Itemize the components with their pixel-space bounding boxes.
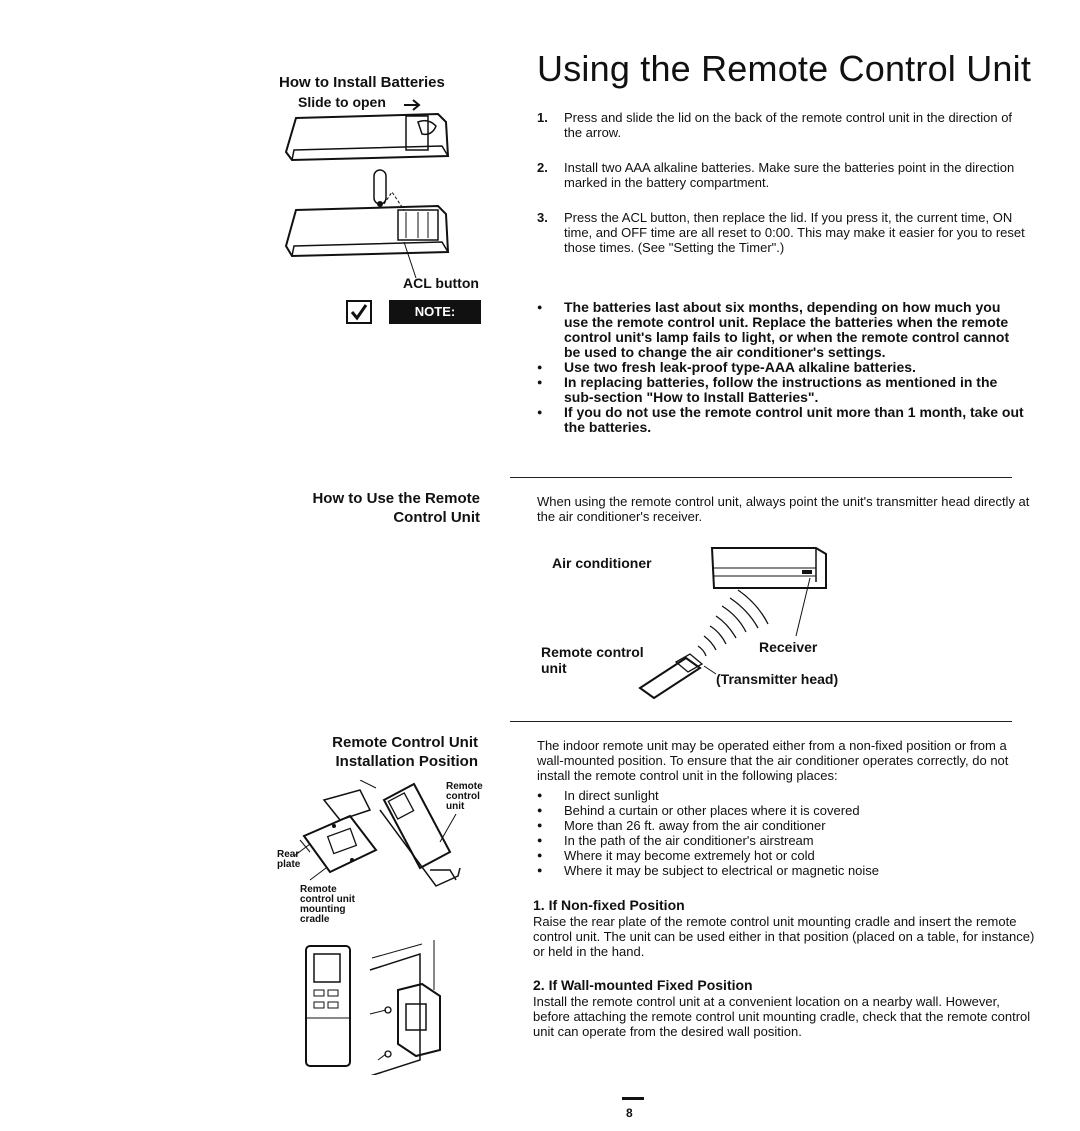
step-number: 3.: [537, 210, 548, 225]
remote-unit-label-line2: unit: [541, 660, 567, 676]
wall-mounted-text: Install the remote control unit at a con…: [533, 994, 1031, 1039]
install-step: 2. Install two AAA alkaline batteries. Ma…: [537, 160, 1027, 190]
receiver-label: Receiver: [759, 639, 818, 655]
mounting-cradle-label-line2: control unit: [300, 894, 355, 905]
avoid-place-item: Where it may be subject to electrical or…: [537, 863, 1032, 878]
note-badge: NOTE:: [389, 300, 481, 324]
rear-plate-label-line1: Rear: [277, 849, 300, 860]
how-to-use-text: When using the remote control unit, alwa…: [537, 494, 1030, 524]
install-step: 1. Press and slide the lid on the back of…: [537, 110, 1027, 140]
avoid-place-item: Where it may become extremely hot or col…: [537, 848, 1032, 863]
install-steps-list: 1. Press and slide the lid on the back of…: [537, 110, 1027, 275]
slide-to-open-label: Slide to open: [298, 94, 386, 110]
avoid-place-item: Behind a curtain or other places where i…: [537, 803, 1032, 818]
cradle-illustration: [293, 780, 461, 887]
avoid-place-item: In direct sunlight: [537, 788, 1032, 803]
mounting-cradle-label: Remote control unit mounting cradle: [300, 885, 355, 925]
wall-mounted-heading: 2. If Wall-mounted Fixed Position: [533, 977, 753, 993]
note-item: If you do not use the remote control uni…: [537, 405, 1027, 435]
avoid-places-list: In direct sunlight Behind a curtain or o…: [537, 788, 1032, 878]
mounting-cradle-label-line3: mounting: [300, 904, 346, 915]
step-text: Press the ACL button, then replace the l…: [564, 210, 1025, 255]
nonfixed-text: Raise the rear plate of the remote contr…: [533, 914, 1035, 959]
how-to-use-heading-line2: Control Unit: [393, 509, 480, 526]
note-item: Use two fresh leak-proof type-AAA alkali…: [537, 360, 1027, 376]
air-conditioner-label: Air conditioner: [552, 555, 652, 571]
installation-intro: The indoor remote unit may be operated e…: [537, 738, 1009, 783]
remote-control-unit-label: Remote control unit: [446, 782, 483, 812]
how-to-use-heading: How to Use the Remote Control Unit: [280, 489, 480, 527]
mounting-cradle-label-line1: Remote: [300, 884, 337, 895]
install-step: 3. Press the ACL button, then replace the…: [537, 210, 1027, 255]
how-to-use-heading-line1: How to Use the Remote: [312, 490, 480, 507]
installation-position-heading-line2: Installation Position: [335, 753, 478, 770]
installation-position-heading: Remote Control Unit Installation Positio…: [280, 733, 478, 771]
avoid-place-item: In the path of the air conditioner's air…: [537, 833, 1032, 848]
battery-install-illustration: [284, 99, 450, 279]
remote-control-unit-label-line2: control: [446, 791, 480, 802]
remote-control-unit-label-line1: Remote: [446, 781, 483, 792]
installation-position-heading-line1: Remote Control Unit: [332, 734, 478, 751]
page-number-bar: [622, 1097, 644, 1100]
step-text: Install two AAA alkaline batteries. Make…: [564, 160, 1015, 190]
rear-plate-label-line2: plate: [277, 859, 301, 870]
remote-control-unit-label-line3: unit: [446, 801, 465, 812]
page-number: 8: [626, 1106, 633, 1120]
note-list: The batteries last about six months, dep…: [537, 300, 1027, 435]
step-number: 2.: [537, 160, 548, 175]
air-conditioner-diagram: [638, 547, 827, 700]
transmitter-head-label: (Transmitter head): [716, 671, 839, 687]
section-divider: [510, 477, 1012, 478]
remote-unit-label: Remote control unit: [541, 644, 644, 676]
install-batteries-heading: How to Install Batteries: [279, 74, 445, 91]
remote-unit-label-line1: Remote control: [541, 644, 644, 660]
wall-mount-illustration: [305, 940, 441, 1075]
note-item: The batteries last about six months, dep…: [537, 300, 1027, 360]
nonfixed-heading: 1. If Non-fixed Position: [533, 897, 685, 913]
checkmark-icon: [346, 300, 372, 324]
mounting-cradle-label-line4: cradle: [300, 914, 330, 925]
rear-plate-label: Rear plate: [277, 850, 300, 870]
step-text: Press and slide the lid on the back of t…: [564, 110, 1013, 140]
step-number: 1.: [537, 110, 548, 125]
page-title: Using the Remote Control Unit: [537, 48, 1032, 89]
note-item: In replacing batteries, follow the instr…: [537, 375, 1027, 405]
avoid-place-item: More than 26 ft. away from the air condi…: [537, 818, 1032, 833]
acl-button-label: ACL button: [403, 275, 479, 291]
section-divider: [510, 721, 1012, 722]
